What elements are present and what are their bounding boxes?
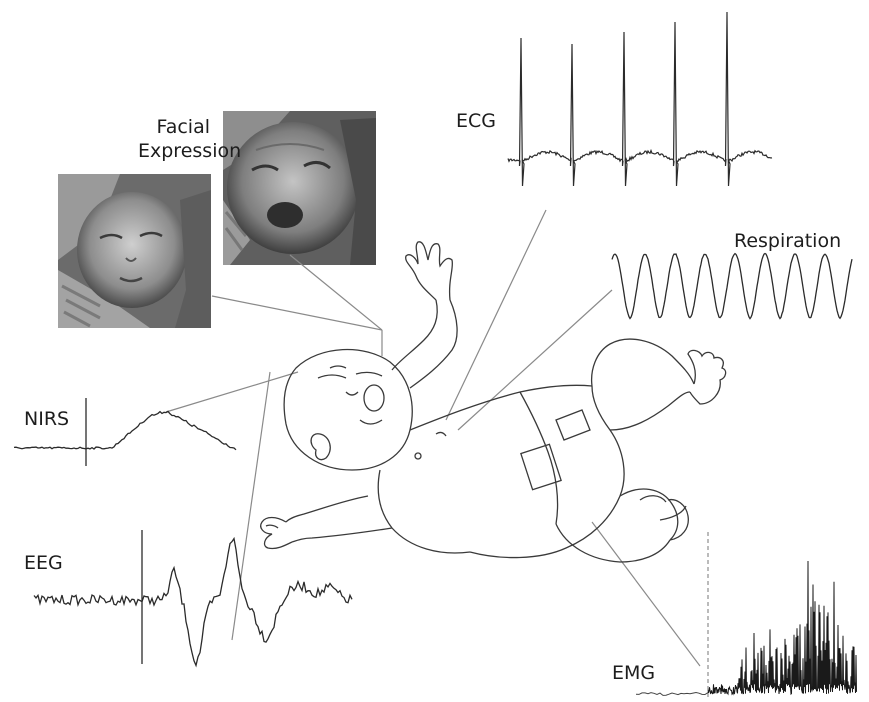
leader-line bbox=[592, 522, 700, 666]
emg-label: EMG bbox=[612, 662, 655, 686]
eeg-label: EEG bbox=[24, 552, 63, 576]
ecg-label: ECG bbox=[456, 110, 496, 134]
leader-line bbox=[290, 255, 382, 330]
leader-line bbox=[232, 372, 270, 640]
leader-line bbox=[166, 372, 298, 412]
sleeping-infant-photo bbox=[58, 174, 211, 328]
nirs-label: NIRS bbox=[24, 408, 69, 432]
facial-expression-label: Facial Expression bbox=[138, 116, 210, 164]
facial-label-line2: Expression bbox=[138, 140, 210, 164]
respiration-label: Respiration bbox=[734, 230, 841, 254]
leader-line bbox=[446, 210, 546, 420]
infant-line-drawing bbox=[261, 242, 726, 562]
leader-line bbox=[212, 296, 382, 330]
leader-line bbox=[458, 290, 612, 430]
leader-lines bbox=[166, 210, 700, 666]
eeg-trace bbox=[34, 539, 352, 666]
emg-baseline-trace bbox=[636, 693, 708, 696]
respiration-trace bbox=[612, 254, 852, 319]
ecg-trace bbox=[508, 12, 772, 186]
emg-trace bbox=[708, 561, 857, 694]
signal-traces bbox=[14, 12, 857, 698]
facial-label-line1: Facial bbox=[138, 116, 210, 140]
crying-infant-photo bbox=[223, 111, 376, 265]
